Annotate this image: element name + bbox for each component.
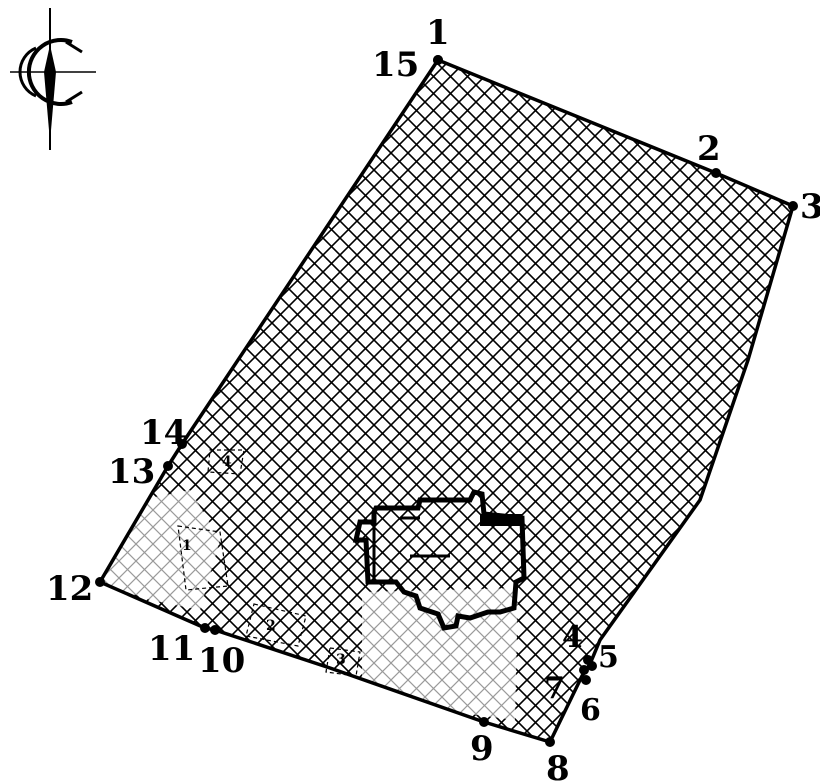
boundary-point-label: 3 xyxy=(800,187,820,227)
boundary-point-label: 4 xyxy=(562,620,583,655)
outbuilding-1 xyxy=(177,525,229,591)
boundary-point-label: 11 xyxy=(148,629,195,669)
north-arrow-icon xyxy=(10,8,96,150)
building-label: 3 xyxy=(336,652,346,668)
boundary-point-marker xyxy=(788,201,798,211)
main-building xyxy=(352,489,527,631)
boundary-point-marker xyxy=(545,737,555,747)
boundary-point-marker xyxy=(579,665,589,675)
outbuilding-2 xyxy=(245,603,307,647)
boundary-point-label: 1 xyxy=(426,13,450,53)
boundary-point-label: 7 xyxy=(544,671,565,706)
boundary-point-label: 15 xyxy=(372,45,419,85)
boundary-points xyxy=(95,55,798,747)
boundary-point-marker xyxy=(479,717,489,727)
boundary-point-label: 10 xyxy=(198,641,245,681)
light-hatch-zones xyxy=(100,490,518,720)
boundary-point-marker xyxy=(95,577,105,587)
boundary-point-label: 14 xyxy=(140,413,187,453)
parcel-area xyxy=(100,60,793,742)
boundary-point-label: 12 xyxy=(46,569,93,609)
building-label: 1 xyxy=(182,538,192,554)
outbuilding-3 xyxy=(325,647,361,677)
boundary-point-label: 8 xyxy=(546,749,570,783)
building-label: 4 xyxy=(222,454,232,470)
boundary-point-marker xyxy=(163,461,173,471)
boundary-point-marker xyxy=(711,168,721,178)
boundary-point-marker xyxy=(210,625,220,635)
boundary-point-label: 5 xyxy=(598,640,619,675)
boundary-point-label: 2 xyxy=(697,129,721,169)
boundary-point-marker xyxy=(433,55,443,65)
boundary-point-label: 9 xyxy=(470,729,494,769)
boundary-point-marker xyxy=(581,675,591,685)
boundary-point-marker xyxy=(587,661,597,671)
building-label: 2 xyxy=(266,618,276,634)
boundary-point-marker xyxy=(200,623,210,633)
boundary-point-label: 13 xyxy=(108,452,155,492)
outbuilding-4 xyxy=(207,449,245,475)
boundary-point-marker xyxy=(177,439,187,449)
boundary-point-label: 6 xyxy=(580,693,601,728)
